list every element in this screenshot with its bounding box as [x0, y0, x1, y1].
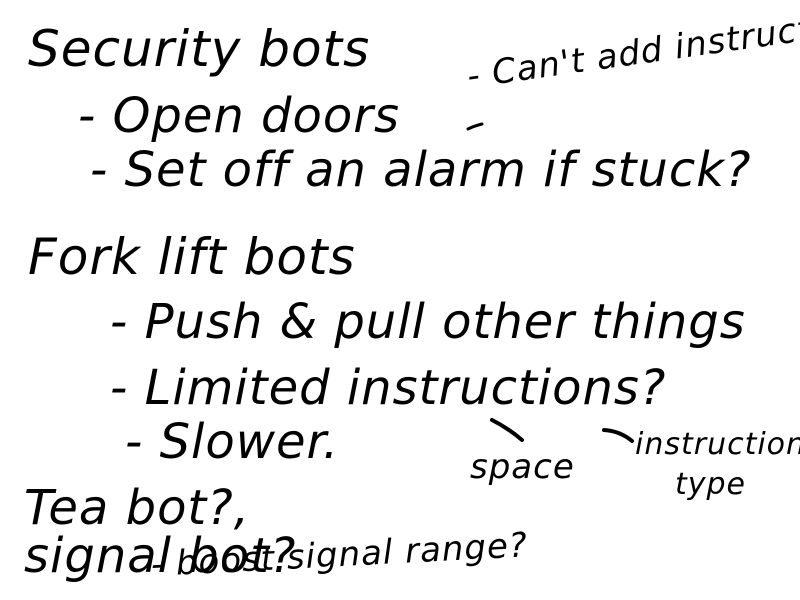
forklift-bots-heading: Fork lift bots	[28, 228, 356, 286]
forklift-item-slower: - Slower.	[125, 414, 340, 470]
forklift-item-push-pull: - Push & pull other things	[110, 294, 746, 350]
space-note: space	[470, 447, 575, 487]
tea-bot-note: Tea bot?,	[24, 480, 250, 536]
security-bots-heading: Security bots	[28, 20, 371, 78]
instruction-type-line-2: type	[675, 467, 747, 502]
security-item-open-doors: - Open doors	[78, 88, 400, 144]
space-connector-mark	[490, 418, 524, 442]
instruction-type-connector-mark	[602, 428, 634, 443]
signal-bot-note: signal bot?	[24, 528, 297, 584]
instruction-type-line-1: instruction	[635, 427, 800, 462]
security-side-note: - Can't add instructions?	[464, 0, 800, 97]
security-item-underline-mark	[466, 122, 484, 131]
forklift-item-limited-instructions: - Limited instructions?	[110, 360, 667, 416]
security-item-alarm: - Set off an alarm if stuck?	[90, 142, 752, 198]
